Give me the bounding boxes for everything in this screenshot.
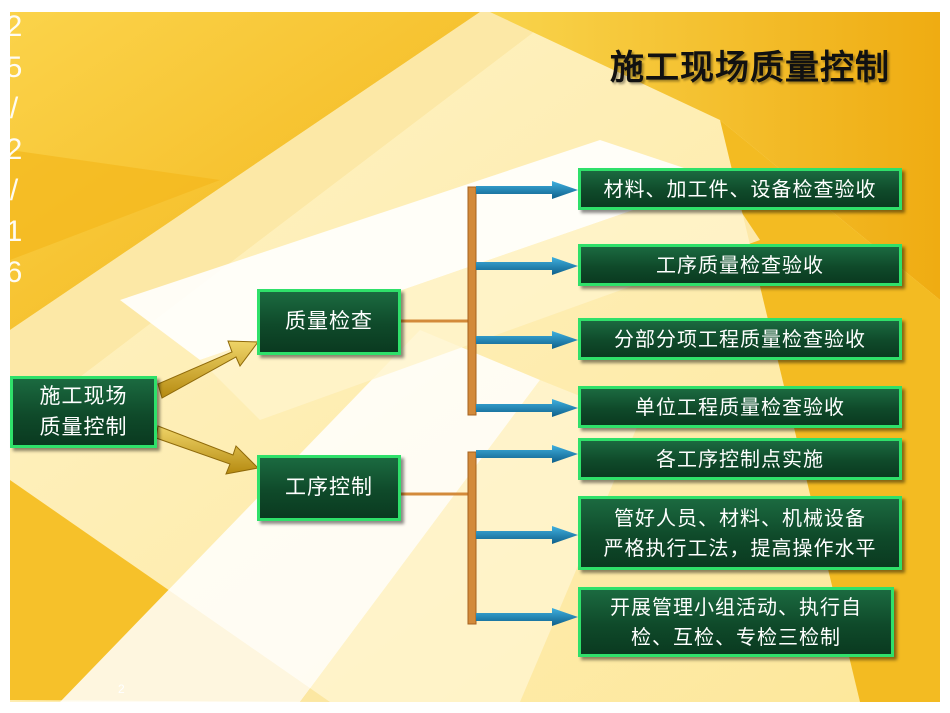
branch-node-quality-check: 质量检查 — [257, 289, 401, 355]
connector-arrow — [476, 526, 578, 544]
connector-quality-check — [401, 181, 578, 417]
page-number: 2 — [118, 682, 125, 696]
connector-arrow — [476, 399, 578, 417]
connector-arrow — [476, 608, 578, 626]
connector-arrow — [476, 445, 578, 463]
slide-title: 施工现场质量控制 — [610, 48, 890, 88]
side-date-char: 2 — [5, 133, 23, 166]
side-date-text: 2 5 / 2 / 1 6 — [2, 6, 26, 293]
leaf-node: 管好人员、材料、机械设备 严格执行工法，提高操作水平 — [578, 496, 902, 570]
leaf-node: 开展管理小组活动、执行自 检、互检、专检三检制 — [578, 587, 894, 657]
big-arrow-up — [157, 340, 259, 399]
side-date-char: 1 — [5, 215, 23, 248]
leaf-node: 各工序控制点实施 — [578, 438, 902, 480]
root-node: 施工现场 质量控制 — [10, 376, 157, 448]
big-arrow-down — [155, 425, 260, 475]
leaf-node: 分部分项工程质量检查验收 — [578, 318, 902, 360]
connector-arrow — [476, 257, 578, 275]
side-date-char: / — [9, 174, 19, 207]
leaf-node: 材料、加工件、设备检查验收 — [578, 168, 902, 210]
side-date-char: 2 — [5, 10, 23, 43]
side-date-char: 5 — [5, 51, 23, 84]
side-date-char: 6 — [5, 256, 23, 289]
leaf-node: 单位工程质量检查验收 — [578, 386, 902, 428]
connector-arrow — [476, 331, 578, 349]
connector-process-control — [401, 445, 578, 626]
side-date-char: / — [9, 92, 19, 125]
connector-arrow — [476, 181, 578, 199]
leaf-node: 工序质量检查验收 — [578, 244, 902, 286]
branch-node-process-control: 工序控制 — [257, 455, 401, 521]
